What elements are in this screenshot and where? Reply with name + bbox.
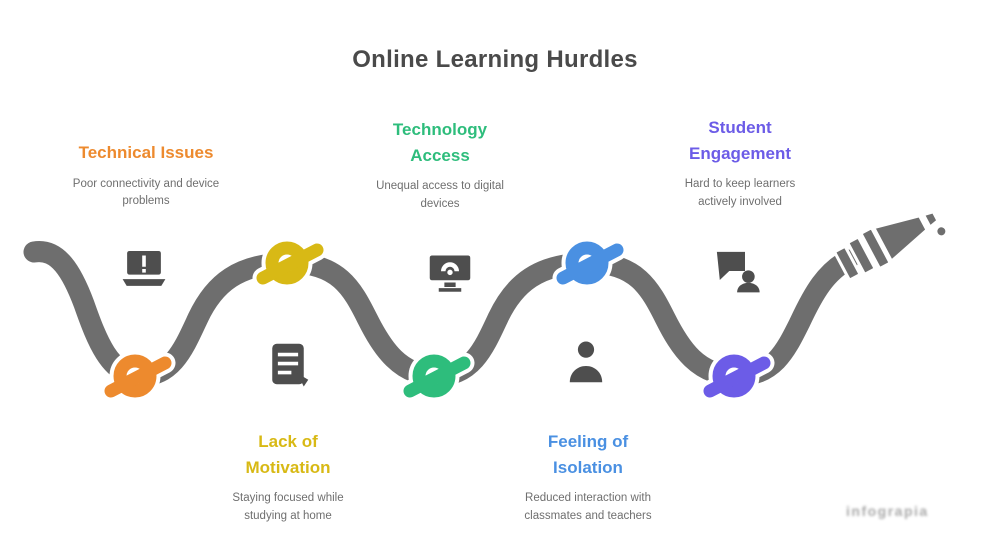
section-label: Technical Issues xyxy=(78,143,214,162)
rope-nozzle-icon xyxy=(833,210,946,281)
section-student-engagement: Student Engagement Hard to keep learners… xyxy=(635,115,845,212)
section-label: Technology Access xyxy=(392,120,488,165)
section-description: Poor connectivity and device problems xyxy=(72,177,220,208)
lonely-person-icon xyxy=(559,335,613,389)
section-description: Unequal access to digital devices xyxy=(376,180,504,210)
section-description: Hard to keep learners actively involved xyxy=(684,178,796,208)
section-lack-of-motivation: Lack of Motivation Staying focused while… xyxy=(188,429,388,526)
page-title: Online Learning Hurdles xyxy=(352,46,638,73)
knot-feeling-of-isolation xyxy=(552,237,628,289)
knot-technical-issues xyxy=(100,350,176,402)
laptop-warning-icon xyxy=(117,242,171,296)
device-signal-icon xyxy=(423,242,477,296)
section-label: Student Engagement xyxy=(688,118,792,163)
section-label: Feeling of Isolation xyxy=(547,432,629,477)
section-technical-issues: Technical Issues Poor connectivity and d… xyxy=(31,140,261,211)
section-label: Lack of Motivation xyxy=(245,432,331,477)
checklist-icon xyxy=(261,337,315,391)
droplet-icon xyxy=(937,227,946,236)
knot-lack-of-motivation xyxy=(252,237,328,289)
section-description: Staying focused while studying at home xyxy=(232,492,344,522)
section-technology-access: Technology Access Unequal access to digi… xyxy=(340,117,540,214)
knot-student-engagement xyxy=(699,350,775,402)
brand-watermark: infograpia xyxy=(846,503,929,519)
section-feeling-of-isolation: Feeling of Isolation Reduced interaction… xyxy=(478,429,698,526)
knot-technology-access xyxy=(399,350,475,402)
engagement-icon xyxy=(709,244,763,298)
section-description: Reduced interaction with classmates and … xyxy=(524,492,652,522)
